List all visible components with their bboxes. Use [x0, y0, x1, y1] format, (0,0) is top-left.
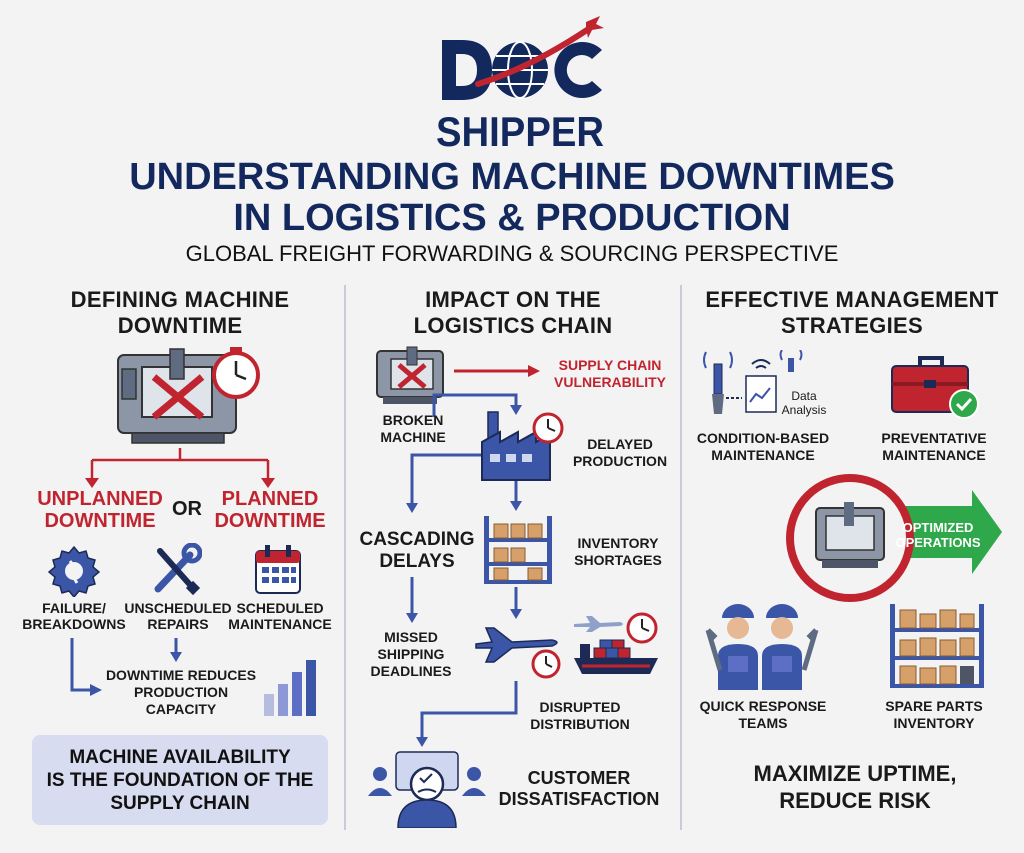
unscheduled-label-1: UNSCHEDULED — [124, 600, 232, 616]
subtitle: GLOBAL FREIGHT FORWARDING & SOURCING PER… — [185, 241, 839, 266]
broken-gear-icon — [47, 545, 101, 599]
calendar-icon — [254, 543, 302, 595]
column-divider-2 — [680, 285, 682, 830]
unscheduled-label-2: REPAIRS — [147, 616, 209, 632]
optimized-operations-graphic — [782, 470, 1004, 606]
customer-label-2: DISSATISFACTION — [498, 789, 660, 809]
inventory-shelf-icon — [482, 514, 554, 586]
svg-text:SHIPPER: SHIPPER — [436, 108, 604, 155]
vulnerability-label-2: VULNERABILITY — [554, 374, 666, 390]
airplane-clock-icon — [472, 618, 564, 680]
broken-machine-label-2: MACHINE — [380, 429, 446, 445]
or-label: OR — [172, 498, 202, 520]
blue-arrows-col1 — [60, 638, 210, 704]
disrupted-label-1: DISRUPTED — [539, 699, 621, 715]
missed-label-3: DEADLINES — [370, 663, 452, 679]
delayed-label-2: PRODUCTION — [572, 453, 668, 469]
inventory-label-1: INVENTORY — [577, 535, 659, 551]
ship-clock-icon — [570, 610, 662, 686]
factory-clock-icon — [478, 410, 568, 482]
scheduled-label-2: MAINTENANCE — [228, 616, 332, 632]
failure-label-2: BREAKDOWNS — [22, 616, 126, 632]
missed-label-2: SHIPPING — [377, 646, 445, 662]
cbm-label-2: MAINTENANCE — [711, 447, 815, 463]
scheduled-label-1: SCHEDULED — [236, 600, 324, 616]
maximize-uptime-line-1: MAXIMIZE UPTIME, — [753, 761, 957, 786]
unplanned-label-2: DOWNTIME — [44, 510, 156, 532]
col1-heading-1: DEFINING MACHINE — [70, 287, 290, 312]
cascading-label-2: DELAYS — [379, 551, 455, 572]
missed-label-1: MISSED — [384, 629, 438, 645]
col3-heading-2: STRATEGIES — [781, 313, 923, 338]
optimized-label-2: OPERATIONS — [895, 535, 981, 550]
preventative-label-2: MAINTENANCE — [882, 447, 986, 463]
customer-label-1: CUSTOMER — [527, 768, 631, 788]
spare-parts-label-1: SPARE PARTS — [885, 698, 983, 714]
sensor-data-icon — [700, 349, 830, 426]
col2-heading-2: LOGISTICS CHAIN — [413, 313, 613, 338]
title-line-2: IN LOGISTICS & PRODUCTION — [233, 197, 791, 239]
delayed-label-1: DELAYED — [587, 436, 653, 452]
preventative-label-1: PREVENTATIVE — [881, 430, 987, 446]
column-divider-1 — [344, 285, 346, 830]
toolbox-check-icon — [888, 352, 984, 424]
capacity-bars-icon — [262, 658, 318, 718]
title-line-1: UNDERSTANDING MACHINE DOWNTIMES — [129, 156, 895, 198]
failure-label-1: FAILURE/ — [42, 600, 106, 616]
response-team-icon — [704, 600, 822, 692]
spare-parts-label-2: INVENTORY — [893, 715, 975, 731]
inventory-label-2: SHORTAGES — [574, 552, 662, 568]
availability-box — [32, 735, 328, 825]
cbm-label-1: CONDITION-BASED — [696, 430, 830, 446]
planned-label-2: DOWNTIME — [214, 510, 326, 532]
reduces-label-2: PRODUCTION — [133, 684, 229, 700]
broken-machine-label-1: BROKEN — [382, 412, 444, 428]
col3-heading-1: EFFECTIVE MANAGEMENT — [705, 287, 999, 312]
reduces-label-1: DOWNTIME REDUCES — [105, 667, 257, 683]
split-arrows — [80, 448, 280, 490]
cascading-label-1: CASCADING — [359, 529, 475, 550]
broken-machine-icon — [375, 345, 447, 407]
spare-parts-shelf-icon — [888, 602, 986, 690]
quick-response-label-1: QUICK RESPONSE — [699, 698, 827, 714]
data-analysis-label-2: Analysis — [781, 403, 827, 417]
availability-line-3: SUPPLY CHAIN — [110, 793, 250, 814]
dissatisfied-customer-icon — [368, 750, 486, 829]
stopped-machine-icon — [112, 345, 262, 450]
col1-heading-2: DOWNTIME — [117, 313, 243, 338]
planned-label-1: PLANNED — [221, 488, 319, 510]
wrench-screwdriver-icon — [150, 542, 203, 597]
vulnerability-label-1: SUPPLY CHAIN — [558, 357, 662, 373]
data-analysis-label-1: Data — [791, 389, 817, 403]
quick-response-label-2: TEAMS — [738, 715, 788, 731]
logistics-flow-arrows — [350, 355, 680, 775]
col2-heading-1: IMPACT ON THE — [425, 287, 601, 312]
availability-line-1: MACHINE AVAILABILITY — [69, 747, 291, 768]
maximize-uptime-line-2: REDUCE RISK — [779, 788, 931, 813]
unplanned-label-1: UNPLANNED — [37, 488, 163, 510]
availability-line-2: IS THE FOUNDATION OF THE — [46, 770, 314, 791]
disrupted-label-2: DISTRIBUTION — [530, 716, 630, 732]
docshipper-logo: SHIPPER — [420, 8, 620, 156]
optimized-label-1: OPTIMIZED — [902, 520, 974, 535]
reduces-label-3: CAPACITY — [145, 701, 217, 717]
